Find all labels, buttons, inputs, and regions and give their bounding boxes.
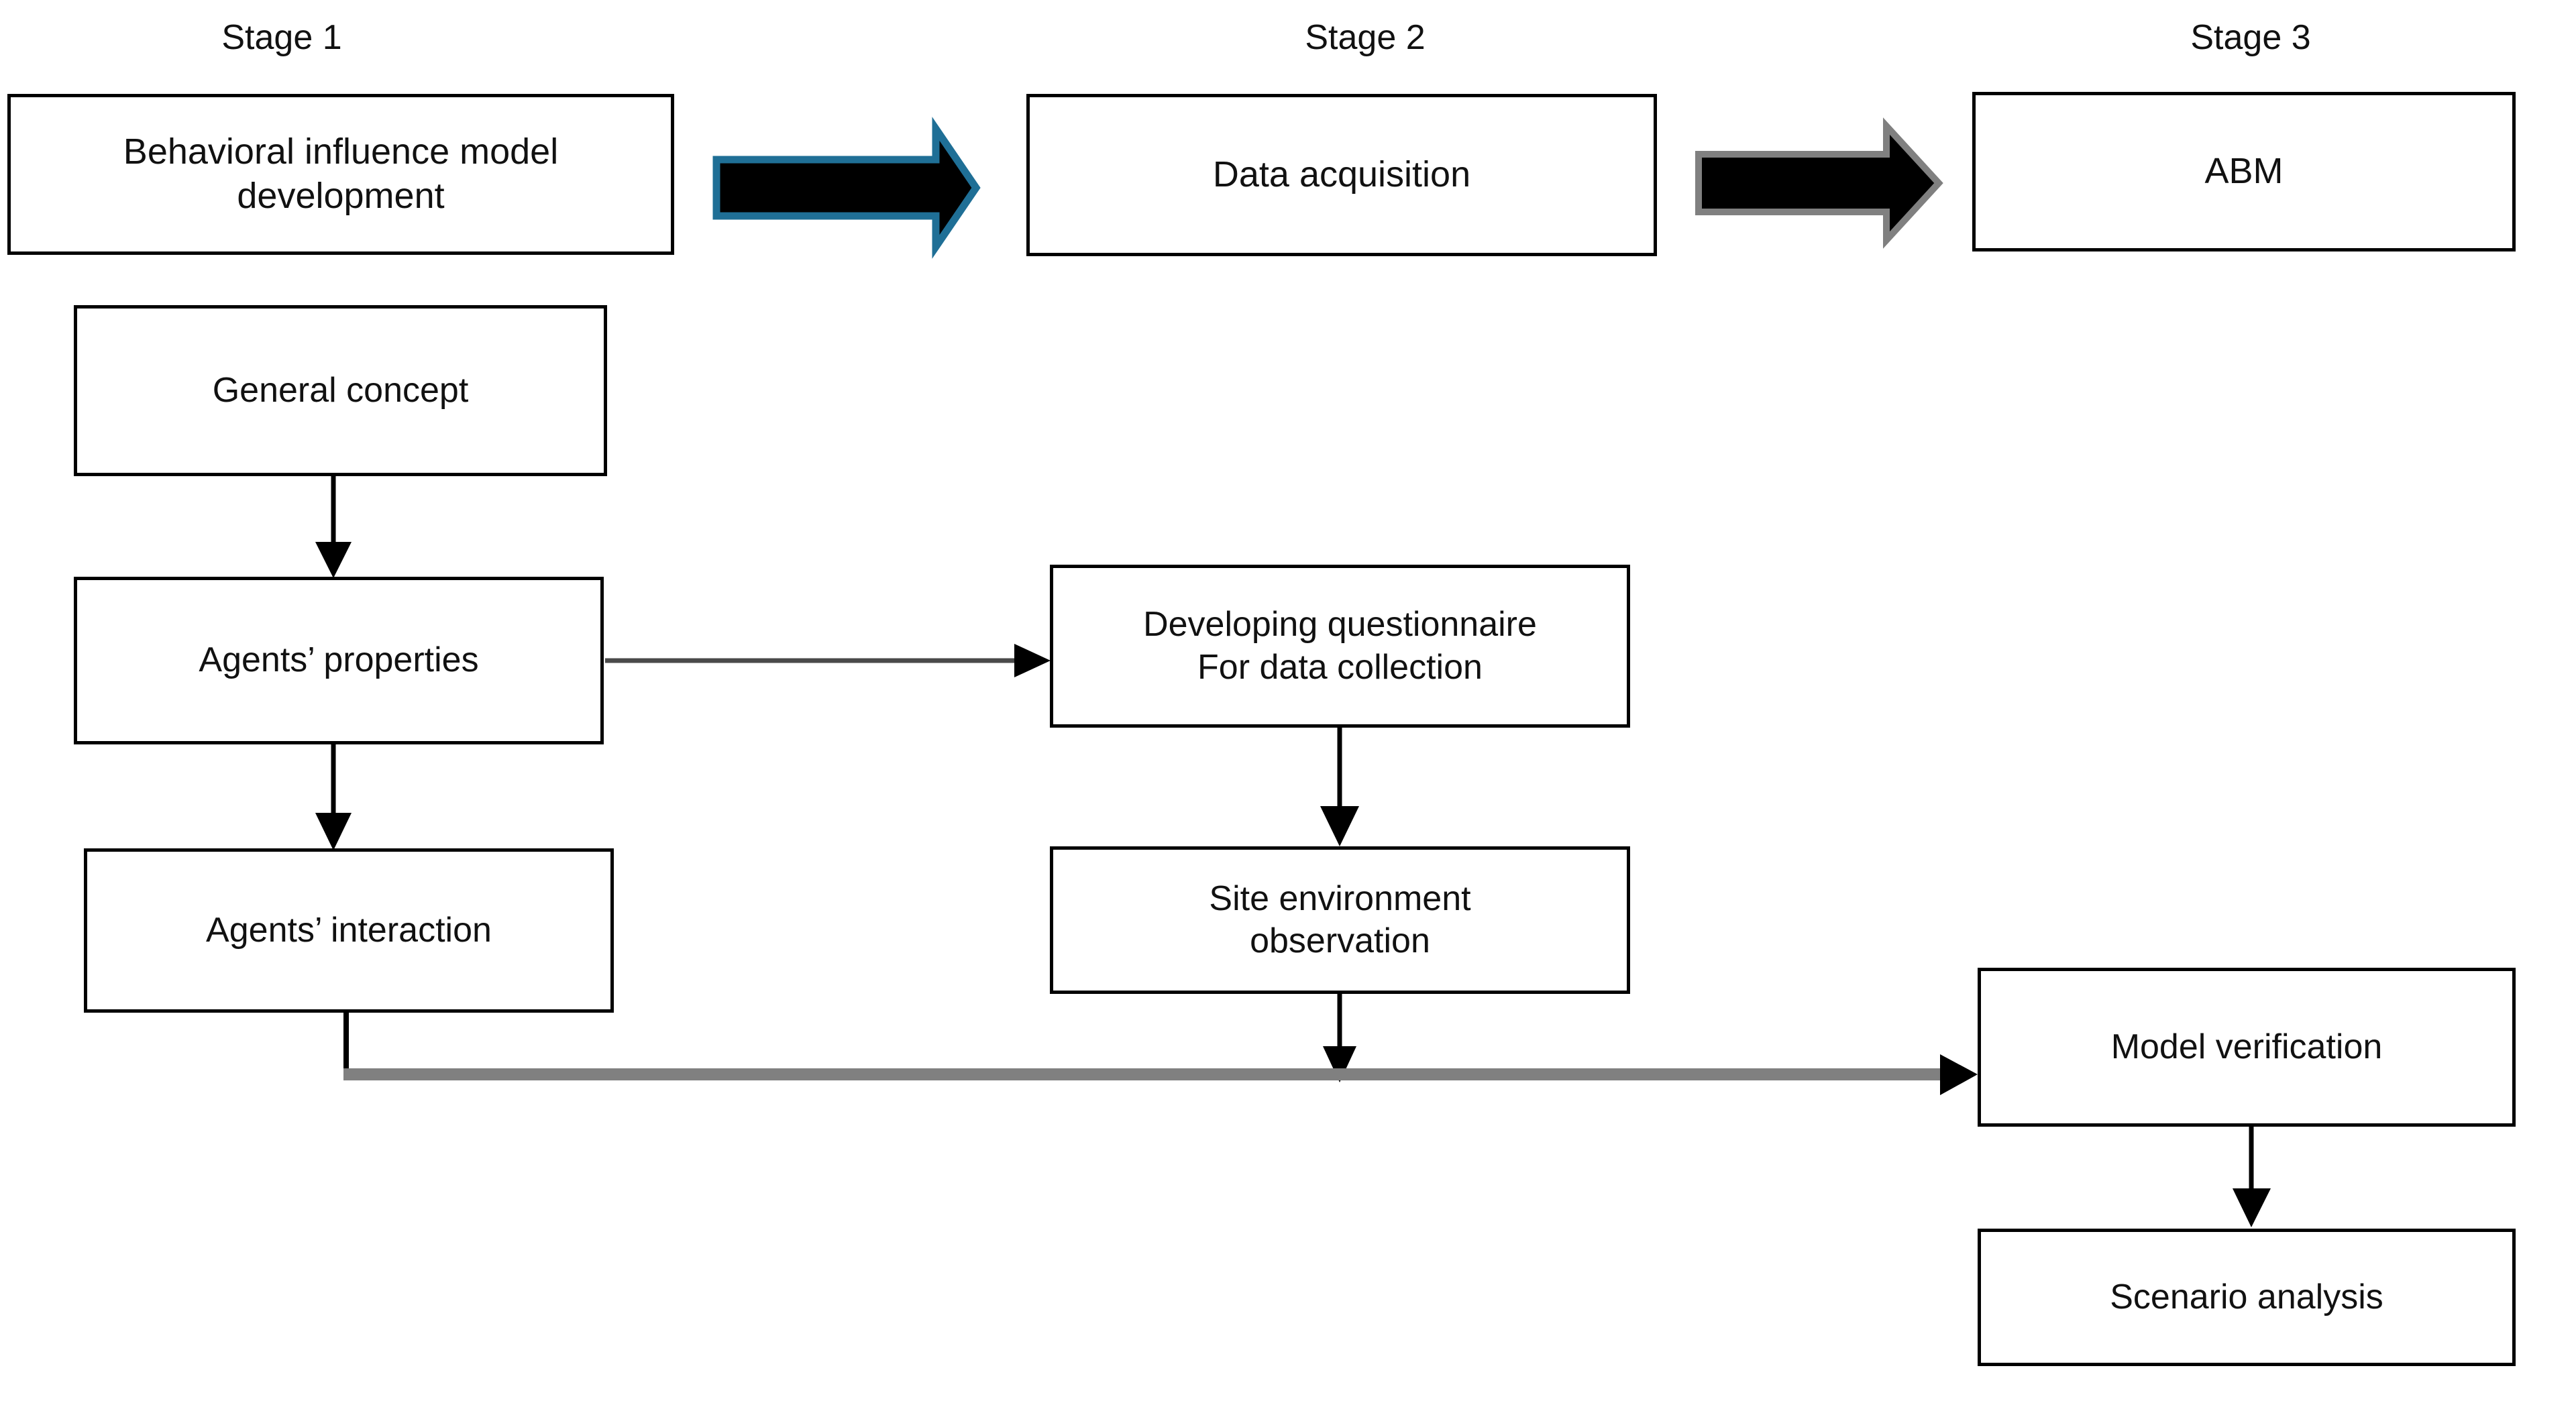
node-scenario-analysis[interactable]: Scenario analysis (1978, 1229, 2516, 1366)
node-behavioral-influence-model[interactable]: Behavioral influence model development (7, 94, 674, 255)
arrow-general-concept-to-agents-properties (315, 476, 352, 578)
node-label: Behavioral influence model development (123, 131, 559, 216)
node-site-environment-observation[interactable]: Site environment observation (1050, 846, 1630, 994)
block-arrow-stage2-to-stage3-icon (1695, 117, 1943, 249)
node-label: Site environment observation (1209, 879, 1471, 960)
node-label: Developing questionnaire For data collec… (1143, 605, 1537, 687)
node-label: Data acquisition (1212, 154, 1471, 195)
node-abm[interactable]: ABM (1972, 92, 2516, 251)
node-label: Agents’ properties (199, 640, 479, 680)
node-developing-questionnaire[interactable]: Developing questionnaire For data collec… (1050, 565, 1630, 728)
block-arrow-stage1-to-stage2-icon (712, 117, 981, 259)
node-agents-interaction[interactable]: Agents’ interaction (84, 848, 614, 1013)
arrow-site-observation-to-gray-bus (1323, 994, 1356, 1082)
node-general-concept[interactable]: General concept (74, 305, 607, 476)
stage-label-1: Stage 1 (221, 18, 342, 57)
node-label: Model verification (2110, 1027, 2383, 1066)
node-model-verification[interactable]: Model verification (1978, 968, 2516, 1127)
node-label: ABM (2204, 151, 2284, 192)
node-label: General concept (212, 370, 469, 410)
arrow-agents-properties-to-agents-interaction (315, 744, 352, 850)
node-data-acquisition[interactable]: Data acquisition (1026, 94, 1657, 256)
arrow-developing-questionnaire-to-site-observation (1320, 728, 1359, 846)
arrow-model-verification-to-scenario-analysis (2233, 1127, 2271, 1227)
node-label: Agents’ interaction (206, 910, 492, 950)
node-agents-properties[interactable]: Agents’ properties (74, 577, 604, 744)
connector-agents-interaction-to-model-verification (343, 1011, 1978, 1095)
arrow-agents-properties-to-developing-questionnaire (605, 644, 1051, 677)
stage-label-3: Stage 3 (2190, 18, 2311, 57)
node-label: Scenario analysis (2110, 1277, 2383, 1316)
stage-label-2: Stage 2 (1305, 18, 1426, 57)
